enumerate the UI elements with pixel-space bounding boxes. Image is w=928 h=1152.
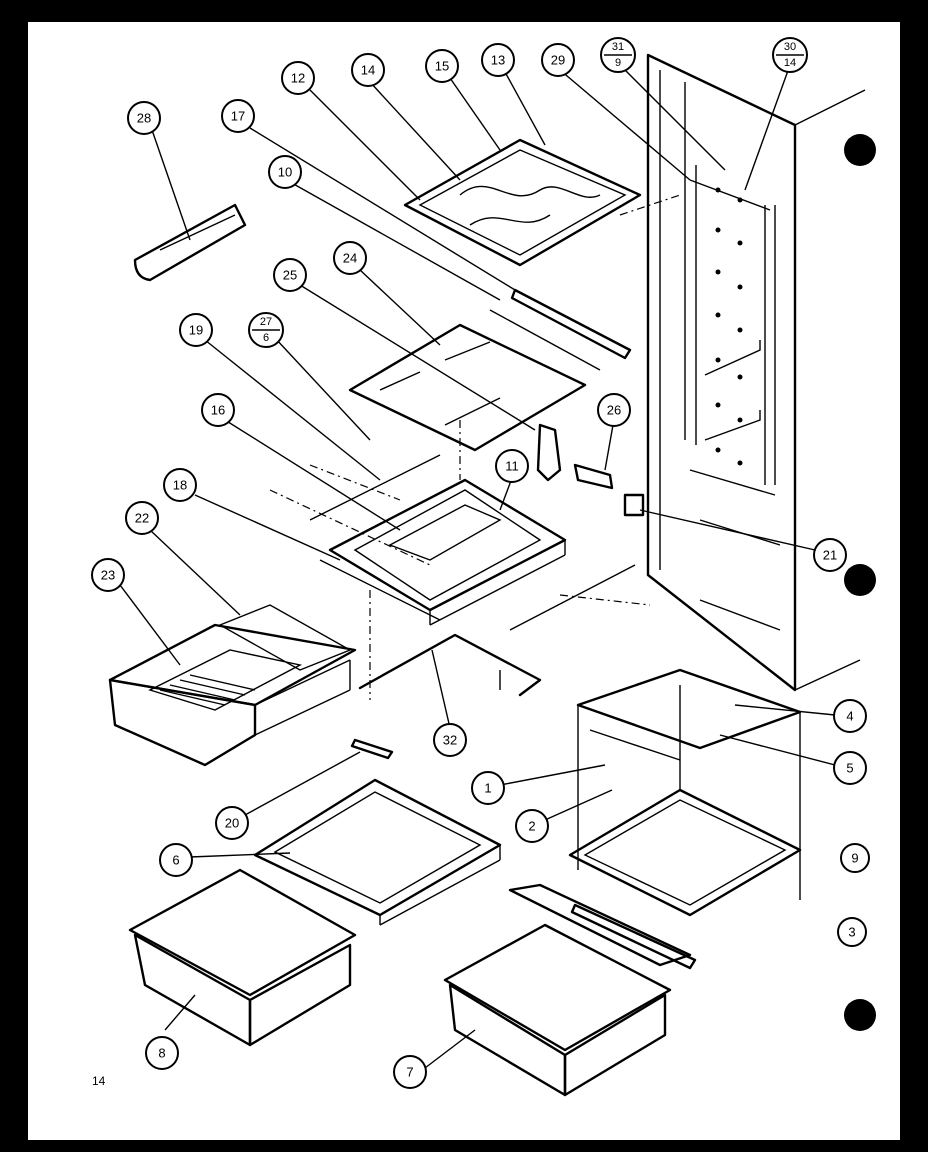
callout-17: 17 — [221, 99, 255, 133]
svg-text:32: 32 — [443, 733, 457, 748]
crisper-cover — [253, 778, 502, 926]
shelf-support-bracket — [358, 590, 542, 700]
callout-26: 26 — [597, 393, 631, 427]
thermostat-control — [536, 423, 562, 482]
svg-text:28: 28 — [137, 111, 151, 126]
callout-10: 10 — [268, 155, 302, 189]
callout-23: 23 — [91, 558, 125, 592]
svg-text:16: 16 — [211, 403, 225, 418]
callout-21: 21 — [813, 538, 847, 572]
svg-text:14: 14 — [361, 63, 375, 78]
glass-shelf-insert — [348, 323, 587, 480]
svg-text:17: 17 — [231, 109, 245, 124]
callout-3: 3 — [837, 917, 867, 947]
callout-14: 14 — [351, 53, 385, 87]
svg-text:11: 11 — [505, 459, 519, 474]
callout-18: 18 — [163, 468, 197, 502]
crisper-pan-right — [443, 923, 672, 1097]
shelf-rail — [489, 288, 632, 371]
svg-text:6: 6 — [263, 332, 269, 344]
svg-text:18: 18 — [173, 478, 187, 493]
callout-6: 6 — [159, 843, 193, 877]
callout-20: 20 — [215, 806, 249, 840]
center-shelf-frame — [269, 454, 651, 631]
callout-2: 2 — [515, 809, 549, 843]
registration-dot-bottom — [844, 999, 876, 1031]
page-number: 14 — [92, 1074, 106, 1088]
right-crisper-assembly — [508, 668, 802, 970]
svg-text:27: 27 — [260, 316, 272, 328]
callout-8: 8 — [145, 1036, 179, 1070]
callout-25: 25 — [273, 258, 307, 292]
svg-text:12: 12 — [291, 71, 305, 86]
callout-24: 24 — [333, 241, 367, 275]
svg-text:24: 24 — [343, 251, 357, 266]
meat-pan — [108, 604, 357, 767]
callout-16: 16 — [201, 393, 235, 427]
dairy-bin — [133, 203, 247, 282]
fraction-callout-27-6: 27 6 — [248, 312, 284, 348]
callout-1: 1 — [471, 771, 505, 805]
callout-15: 15 — [425, 49, 459, 83]
crisper-pan-left — [128, 868, 357, 1047]
registration-dot-middle — [844, 564, 876, 596]
svg-text:20: 20 — [225, 816, 239, 831]
callout-partial: 9 — [840, 843, 870, 873]
leader-lines — [119, 64, 836, 1069]
svg-text:15: 15 — [435, 59, 449, 74]
svg-text:9: 9 — [851, 851, 858, 866]
svg-text:19: 19 — [189, 323, 203, 338]
cabinet-liner-wall — [646, 53, 866, 692]
callout-5: 5 — [833, 751, 867, 785]
svg-text:29: 29 — [551, 53, 565, 68]
callout-4: 4 — [833, 699, 867, 733]
svg-text:26: 26 — [607, 403, 621, 418]
callout-32: 32 — [433, 723, 467, 757]
fraction-callout-30-14: 30 14 — [772, 37, 808, 73]
svg-text:5: 5 — [846, 761, 853, 776]
svg-text:30: 30 — [784, 41, 796, 53]
fraction-callout-31-9: 31 9 — [600, 37, 636, 73]
svg-text:14: 14 — [784, 57, 796, 69]
svg-text:8: 8 — [158, 1046, 165, 1061]
svg-text:1: 1 — [484, 781, 491, 796]
top-glass-shelf — [403, 138, 681, 267]
svg-text:2: 2 — [528, 819, 535, 834]
svg-text:22: 22 — [135, 511, 149, 526]
callout-12: 12 — [281, 61, 315, 95]
callout-13: 13 — [481, 43, 515, 77]
svg-text:4: 4 — [846, 709, 853, 724]
callout-28: 28 — [127, 101, 161, 135]
callout-11: 11 — [495, 449, 529, 483]
svg-text:7: 7 — [406, 1065, 413, 1080]
registration-dot-top — [844, 134, 876, 166]
control-knob — [573, 463, 645, 517]
callout-7: 7 — [393, 1055, 427, 1089]
callout-29: 29 — [541, 43, 575, 77]
svg-text:25: 25 — [283, 268, 297, 283]
svg-text:3: 3 — [848, 925, 855, 940]
svg-text:21: 21 — [823, 548, 837, 563]
svg-text:23: 23 — [101, 568, 115, 583]
svg-text:13: 13 — [491, 53, 505, 68]
callout-19: 19 — [179, 313, 213, 347]
svg-text:6: 6 — [172, 853, 179, 868]
slide-rail — [350, 738, 394, 760]
svg-text:10: 10 — [278, 165, 292, 180]
callout-22: 22 — [125, 501, 159, 535]
svg-text:9: 9 — [615, 57, 621, 69]
svg-text:31: 31 — [612, 41, 624, 53]
